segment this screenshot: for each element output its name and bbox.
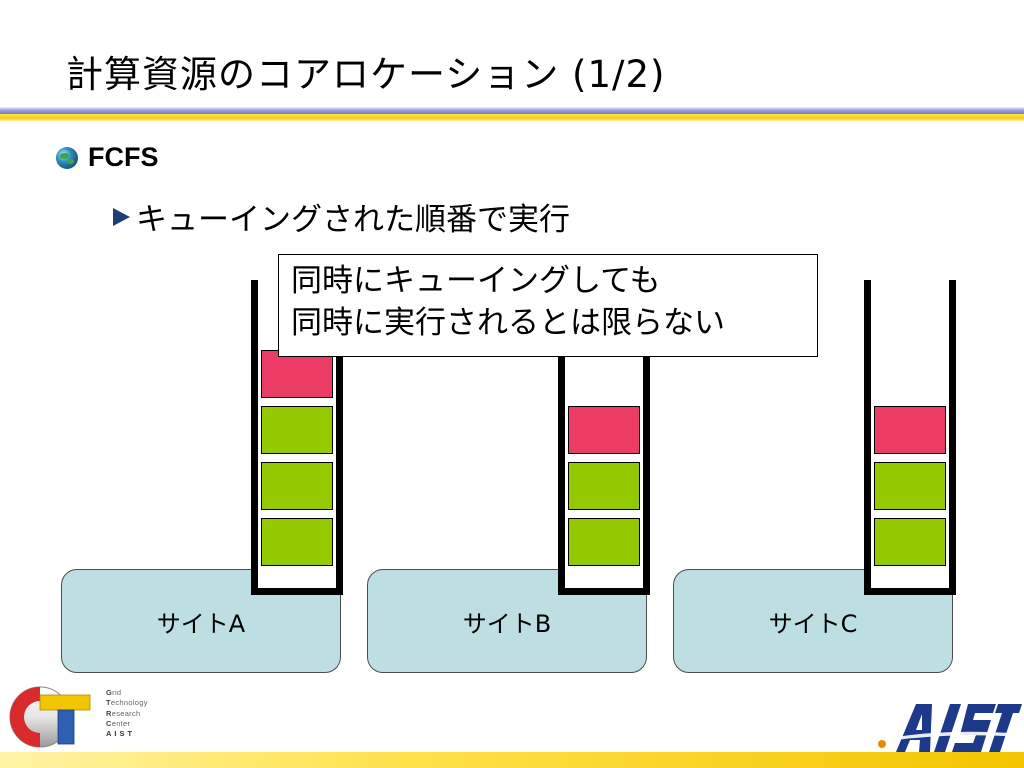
site-c-queue xyxy=(864,280,956,595)
site-b-box: サイトB xyxy=(367,569,647,673)
site-a-job-green-4 xyxy=(261,518,333,566)
site-a-label: サイトA xyxy=(156,609,246,638)
site-c-job-red-1 xyxy=(874,406,946,454)
site-c-label: サイトC xyxy=(768,609,858,638)
gtrc-org: AIST xyxy=(106,729,136,739)
gtrc-text: Grid Technology Research Center AIST xyxy=(106,688,148,739)
callout-line1: 同時にキューイングしても xyxy=(291,263,661,299)
site-a-job-red-1 xyxy=(261,350,333,398)
title-rule-blue xyxy=(0,107,1024,114)
slide-title: 計算資源のコアロケーション (1/2) xyxy=(66,53,666,96)
bullet-level1-text: FCFS xyxy=(88,142,159,172)
site-b-job-red-1 xyxy=(568,406,640,454)
gtrc-logo-icon xyxy=(9,686,91,748)
site-b-job-green-3 xyxy=(568,518,640,566)
callout-line2: 同時に実行されるとは限らない xyxy=(291,305,725,341)
triangle-bullet-icon xyxy=(113,207,130,226)
site-b-job-green-2 xyxy=(568,462,640,510)
callout-box: 同時にキューイングしても 同時に実行されるとは限らない xyxy=(278,254,818,357)
site-a-job-green-2 xyxy=(261,406,333,454)
site-c-job-green-3 xyxy=(874,518,946,566)
title-rule-yellow xyxy=(0,114,1024,121)
bullet-level1: FCFS xyxy=(56,142,159,173)
footer-bar xyxy=(0,752,1024,768)
site-b-label: サイトB xyxy=(462,609,552,638)
bullet-level2-text: キューイングされた順番で実行 xyxy=(136,202,570,238)
bullet-level2: キューイングされた順番で実行 xyxy=(113,194,570,239)
aist-logo-icon xyxy=(878,704,1022,752)
site-c-job-green-2 xyxy=(874,462,946,510)
site-a-job-green-3 xyxy=(261,462,333,510)
globe-icon xyxy=(56,146,78,169)
